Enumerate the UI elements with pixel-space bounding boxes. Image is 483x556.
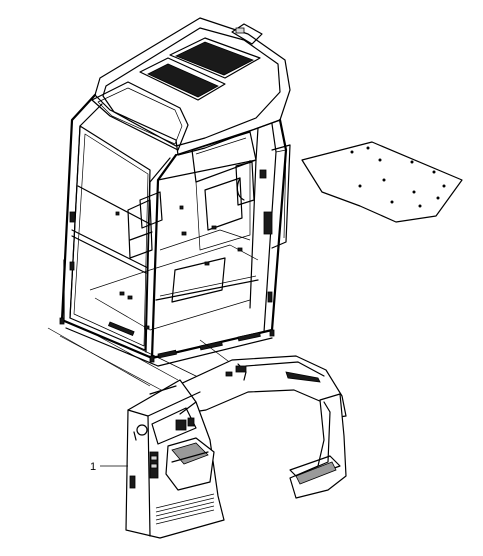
floor-fittings	[115, 205, 243, 330]
callout-label: 1	[90, 461, 96, 473]
floor-mat	[301, 141, 463, 223]
dashboard-trim	[175, 355, 347, 499]
assembly-leader-lines	[47, 327, 241, 393]
mat-holes	[350, 146, 446, 208]
operator-cab	[59, 17, 291, 367]
side-console	[125, 379, 225, 539]
console-vent	[155, 493, 215, 525]
callout-1: 1	[90, 461, 128, 473]
